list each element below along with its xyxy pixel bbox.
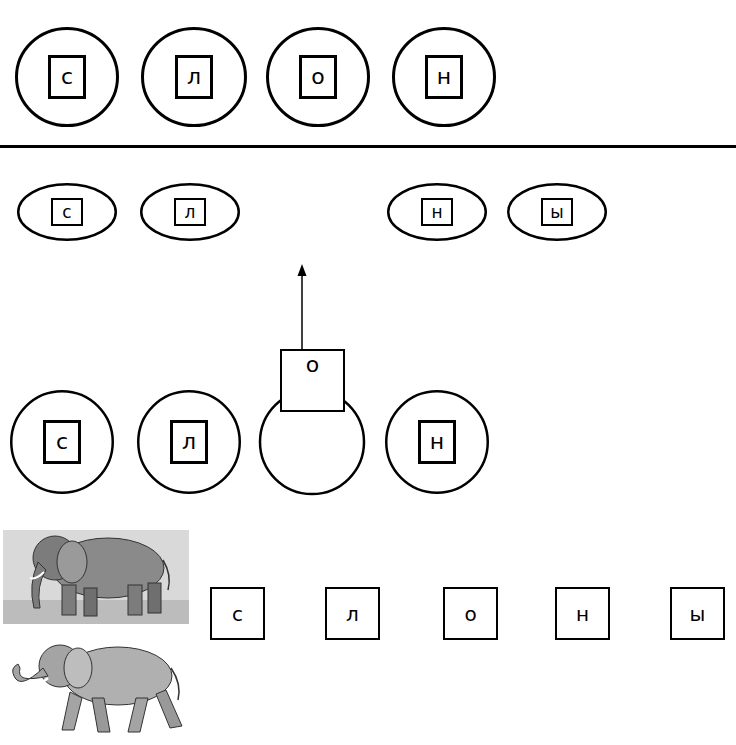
divider-line: [0, 145, 736, 148]
letter-card: с: [210, 587, 265, 640]
letter-card: о: [280, 349, 345, 412]
letter: с: [232, 604, 243, 624]
letter-circle: н: [392, 27, 496, 127]
letter-square: с: [43, 420, 81, 464]
letter-square: н: [418, 420, 456, 464]
letter-card: н: [555, 587, 610, 640]
letter-square: н: [425, 55, 463, 99]
elephant-picture: [13, 645, 182, 732]
letter: л: [346, 604, 359, 624]
letter-square: л: [174, 198, 206, 226]
letter: н: [576, 604, 589, 624]
letter-circle: л: [140, 183, 240, 241]
letter-circle: л: [141, 27, 247, 127]
letter-circle: с: [15, 27, 119, 127]
letter-card: ы: [670, 587, 725, 640]
elephant-picture: [3, 530, 189, 624]
letter-circle: с: [17, 183, 117, 241]
letter: о: [306, 354, 319, 376]
letter-square: л: [170, 420, 208, 464]
letter-square: с: [51, 198, 83, 226]
insert-arrow: [298, 264, 307, 350]
letter-square: с: [48, 55, 86, 99]
letter-card: л: [325, 587, 380, 640]
letter-circle: н: [385, 390, 489, 494]
letter-circle: л: [137, 390, 241, 494]
letter-circle: с: [10, 390, 114, 494]
letter-square: о: [299, 55, 337, 99]
letter: ы: [690, 604, 706, 624]
letter: о: [464, 604, 476, 624]
letter-square: л: [175, 55, 213, 99]
letter-card: о: [443, 587, 498, 640]
letter-square: ы: [541, 198, 573, 226]
letter-circle: н: [387, 183, 487, 241]
letter-circle: ы: [507, 183, 607, 241]
letter-circle: о: [266, 27, 370, 127]
letter-square: н: [421, 198, 453, 226]
